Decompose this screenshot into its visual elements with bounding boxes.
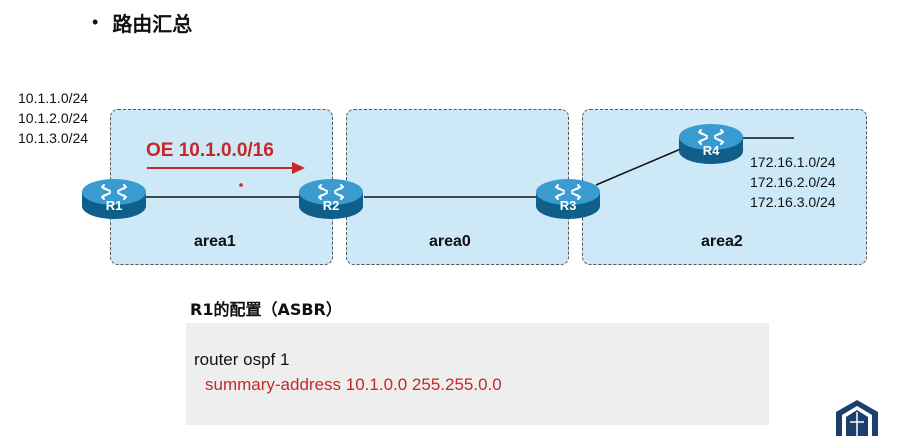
arrow-right-icon [147,162,305,174]
left-network-1: 10.1.1.0/24 [18,90,89,106]
router-icon [299,179,363,219]
area1-region [110,109,333,265]
right-networks: 172.16.1.0/24 172.16.2.0/24 172.16.3.0/2… [750,152,836,212]
router-r3[interactable]: R3 [535,176,601,220]
router-r4-label: R4 [702,143,720,158]
left-network-2: 10.1.2.0/24 [18,110,89,126]
router-r4[interactable]: R4 [678,121,744,165]
config-line-2: summary-address 10.1.0.0 255.255.0.0 [205,375,502,394]
right-network-3: 172.16.3.0/24 [750,194,836,210]
area1-label: area1 [194,233,236,250]
area2-label: area2 [701,233,743,250]
router-icon [679,124,743,164]
advertisement-label: OE 10.1.0.0/16 [146,140,274,161]
router-r1-label: R1 [105,198,123,213]
router-r2[interactable]: R2 [298,176,364,220]
router-r2-label: R2 [322,198,340,213]
config-heading: R1的配置（ASBR） [190,300,342,319]
config-box: router ospf 1 summary-address 10.1.0.0 2… [186,323,769,425]
bullet-icon: • [92,12,99,32]
dot-marker [239,183,243,187]
right-network-1: 172.16.1.0/24 [750,154,836,170]
slide-title-row: • 路由汇总 [92,8,192,37]
right-network-2: 172.16.2.0/24 [750,174,836,190]
router-icon [536,179,600,219]
link-r3-r4 [595,147,684,186]
left-networks: 10.1.1.0/24 10.1.2.0/24 10.1.3.0/24 [18,88,88,148]
left-network-3: 10.1.3.0/24 [18,130,89,146]
config-line-1: router ospf 1 [194,350,290,369]
router-r1[interactable]: R1 [81,176,147,220]
area0-label: area0 [429,233,471,250]
router-icon [82,179,146,219]
logo-icon [836,400,878,436]
slide-title: 路由汇总 [112,12,193,36]
router-r3-label: R3 [559,198,577,213]
